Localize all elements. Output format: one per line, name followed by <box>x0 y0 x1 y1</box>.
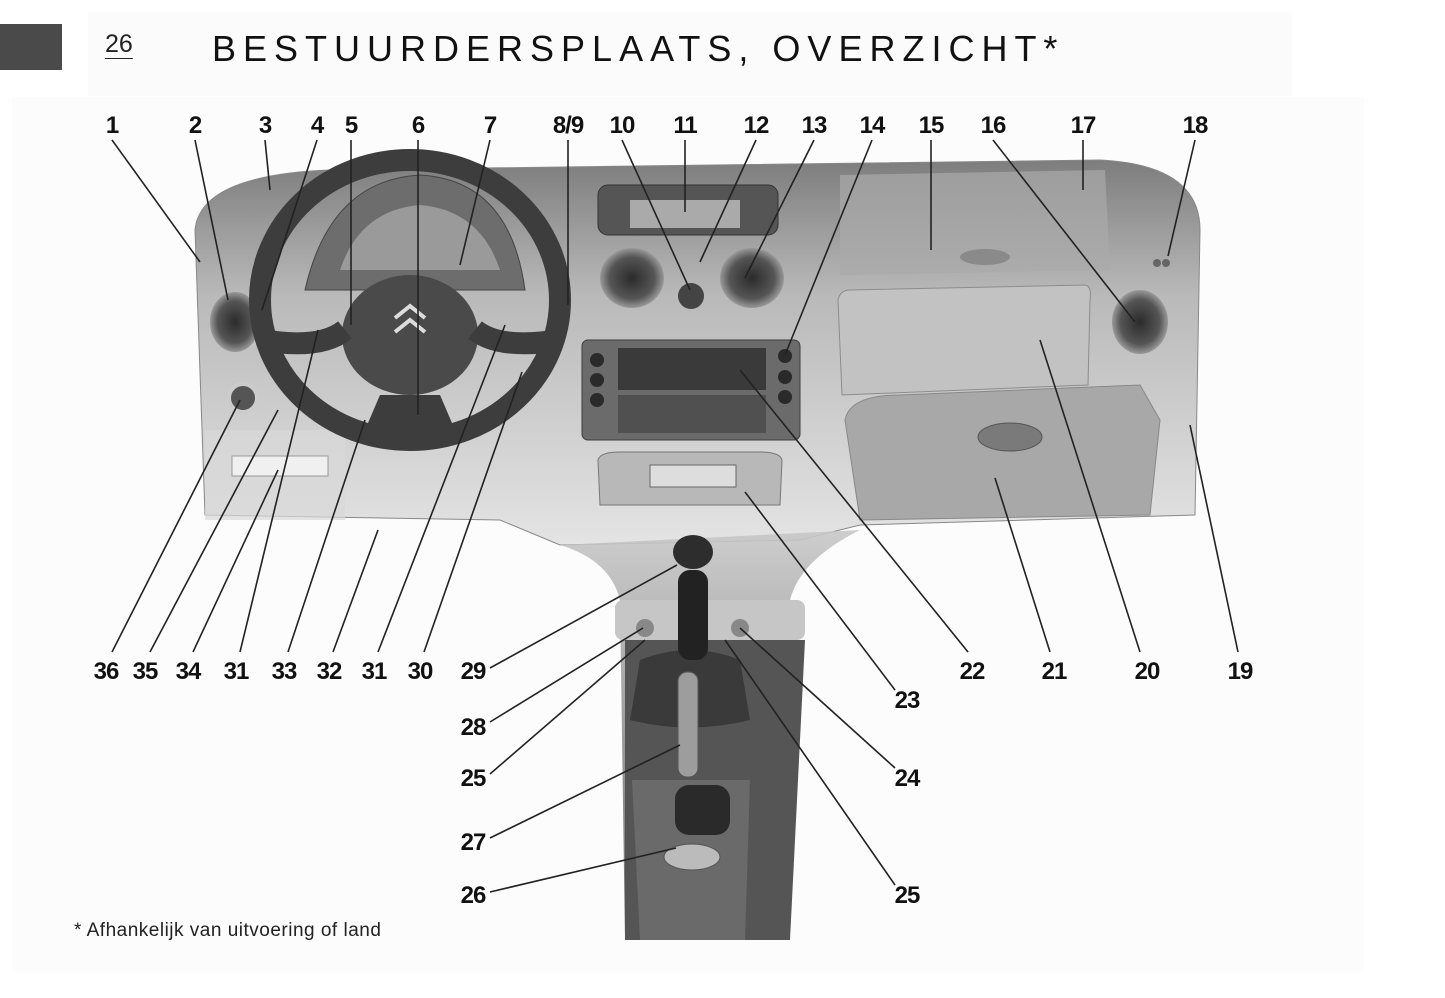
callout-28: 28 <box>460 714 487 741</box>
callout-2: 2 <box>188 112 202 139</box>
callout-1: 1 <box>105 112 119 139</box>
callout-29: 29 <box>460 658 487 685</box>
callout-12: 12 <box>743 112 770 139</box>
callout-24: 24 <box>894 765 921 792</box>
callout-34: 34 <box>175 658 202 685</box>
callout-27: 27 <box>460 829 487 856</box>
callout-18: 18 <box>1182 112 1209 139</box>
callout-30: 30 <box>407 658 434 685</box>
callout-31-a: 31 <box>223 658 250 685</box>
callout-15: 15 <box>918 112 945 139</box>
callout-10: 10 <box>609 112 636 139</box>
callout-23: 23 <box>894 687 921 714</box>
callout-21: 21 <box>1041 658 1068 685</box>
page-number: 26 <box>105 30 133 58</box>
footnote: * Afhankelijk van uitvoering of land <box>74 920 382 941</box>
callout-31-b: 31 <box>361 658 388 685</box>
callout-6: 6 <box>411 112 425 139</box>
header-band <box>88 12 1292 96</box>
callout-36: 36 <box>93 658 120 685</box>
callout-14: 14 <box>859 112 886 139</box>
callout-5: 5 <box>344 112 358 139</box>
callout-19: 19 <box>1227 658 1254 685</box>
callout-32: 32 <box>316 658 343 685</box>
callout-22: 22 <box>959 658 986 685</box>
callout-25-b: 25 <box>894 882 921 909</box>
callout-16: 16 <box>980 112 1007 139</box>
callout-33: 33 <box>271 658 298 685</box>
callout-20: 20 <box>1134 658 1161 685</box>
callout-13: 13 <box>801 112 828 139</box>
callout-8-9: 8/9 <box>552 112 584 139</box>
callout-3: 3 <box>258 112 272 139</box>
callout-7: 7 <box>483 112 497 139</box>
callout-35: 35 <box>132 658 159 685</box>
callout-26: 26 <box>460 882 487 909</box>
callout-25-a: 25 <box>460 765 487 792</box>
callout-11: 11 <box>673 112 697 139</box>
chapter-tab-marker <box>0 24 62 70</box>
page-title: BESTUURDERSPLAATS, OVERZICHT* <box>212 28 1065 69</box>
callout-4: 4 <box>310 112 324 139</box>
callout-17: 17 <box>1070 112 1097 139</box>
